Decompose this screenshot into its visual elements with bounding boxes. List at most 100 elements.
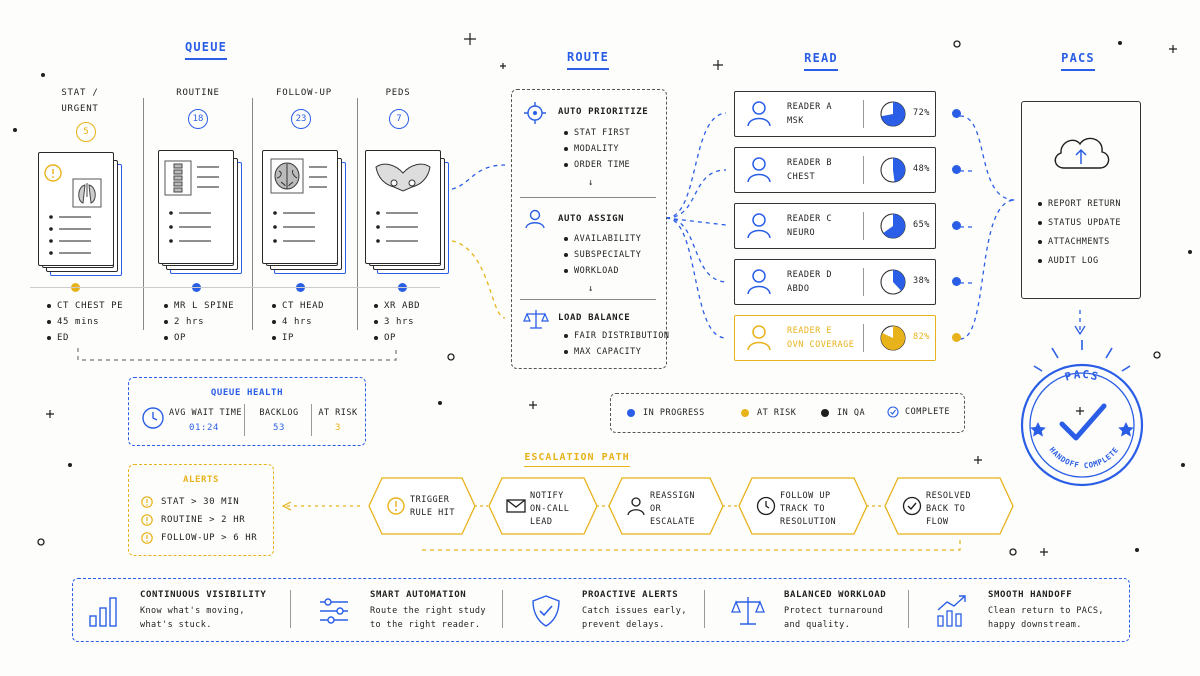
reader-avatar-icon: [747, 325, 771, 351]
alerts-list: STAT > 30 MIN ROUTINE > 2 HR FOLLOW-UP >…: [141, 493, 257, 547]
workload-pie: [880, 101, 906, 127]
workload-pie: [880, 157, 906, 183]
reader-specialty: CHEST: [787, 172, 816, 182]
benefit-desc: prevent delays.: [582, 620, 665, 630]
workload-pie: [880, 325, 906, 351]
reader-specialty: ABDO: [787, 284, 810, 294]
alert-item[interactable]: STAT > 30 MIN: [141, 493, 257, 511]
pelvis-xray-icon: [375, 163, 431, 243]
pie-slice: [881, 102, 905, 126]
escalation-title: ESCALATION PATH: [512, 452, 642, 467]
queue-health-panel[interactable]: QUEUE HEALTH AVG WAIT TIME 01:24 BACKLOG…: [128, 377, 366, 446]
workload-percent: 48%: [913, 164, 930, 174]
column-title: FOLLOW-UP: [276, 88, 332, 98]
hexagon-outline: [738, 477, 868, 535]
route-section-items: FAIR DISTRIBUTION MAX CAPACITY: [564, 328, 670, 360]
benefit-divider: [502, 590, 503, 628]
reader-status-dot: [952, 277, 961, 286]
reader-name: READER D: [787, 270, 832, 280]
route-section-items: STAT FIRST MODALITY ORDER TIME: [564, 125, 630, 173]
study-details-follow-up: CT HEAD 4 hrs IP: [272, 298, 324, 346]
column-baseline: [30, 287, 440, 288]
route-panel[interactable]: AUTO PRIORITIZE STAT FIRST MODALITY ORDE…: [511, 89, 670, 369]
arrow-down-icon: ↓: [588, 178, 595, 188]
reader-status-dot: [952, 109, 961, 118]
queue-divider: [252, 98, 253, 330]
column-title: URGENT: [61, 104, 99, 114]
queue-header: QUEUE: [176, 40, 236, 60]
workload-percent: 65%: [913, 220, 930, 230]
alerts-title: ALERTS: [182, 475, 220, 485]
column-title: ROUTINE: [176, 88, 220, 98]
reader-status-dot: [952, 165, 961, 174]
scale-icon: [523, 310, 549, 329]
queue-column-routine[interactable]: ROUTINE: [148, 88, 248, 98]
metric-avg-wait: AVG WAIT TIME 01:24: [169, 408, 243, 433]
benefit-title: SMOOTH HANDOFF: [988, 590, 1073, 600]
route-header: ROUTE: [558, 50, 618, 70]
status-legend: IN PROGRESS AT RISK IN QA COMPLETE: [610, 393, 965, 433]
benefit-title: PROACTIVE ALERTS: [582, 590, 679, 600]
count-badge: 5: [76, 122, 96, 142]
queue-column-stat[interactable]: STAT / URGENT: [30, 88, 130, 114]
route-section-title: LOAD BALANCE: [558, 313, 631, 323]
hexagon-outline: [608, 477, 724, 535]
benefit-desc: and quality.: [784, 620, 851, 630]
reader-specialty: MSK: [787, 116, 804, 126]
mail-icon: [506, 499, 526, 513]
scale-icon: [731, 597, 765, 625]
pie-slice: [893, 270, 905, 291]
workload-pie: [880, 269, 906, 295]
benefits-bar: [72, 578, 1130, 642]
reader-status-dot: [952, 221, 961, 230]
brain-scan-icon: [270, 158, 327, 243]
pacs-header: PACS: [1048, 51, 1108, 71]
benefit-divider: [908, 590, 909, 628]
pacs-items: REPORT RETURN STATUS UPDATE ATTACHMENTS …: [1038, 194, 1121, 270]
count-badge: 7: [389, 109, 409, 129]
queue-column-peds[interactable]: PEDS: [348, 88, 448, 98]
alert-item[interactable]: FOLLOW-UP > 6 HR: [141, 529, 257, 547]
reader-name: READER B: [787, 158, 832, 168]
benefit-title: SMART AUTOMATION: [370, 590, 467, 600]
reader-card[interactable]: READER B CHEST 48%: [734, 147, 936, 193]
benefit-desc: Protect turnaround: [784, 606, 884, 616]
benefit-divider: [704, 590, 705, 628]
reader-avatar-icon: [747, 101, 771, 127]
trend-up-icon: [937, 595, 966, 627]
reader-avatar-icon: [747, 213, 771, 239]
alert-icon: [387, 497, 405, 515]
reader-specialty: OVN COVERAGE: [787, 340, 855, 350]
column-title: PEDS: [385, 88, 411, 98]
alerts-panel[interactable]: ALERTS STAT > 30 MIN ROUTINE > 2 HR FOLL…: [128, 464, 274, 556]
queue-column-follow-up[interactable]: FOLLOW-UP: [254, 88, 354, 98]
stamp-bottom-text: HANDOFF COMPLETE: [1048, 445, 1121, 470]
pacs-panel[interactable]: REPORT RETURN STATUS UPDATE ATTACHMENTS …: [1021, 101, 1141, 299]
check-circle-icon: [887, 406, 899, 418]
benefit-desc: Route the right study: [370, 606, 486, 616]
benefit-desc: Know what's moving,: [140, 606, 245, 616]
route-section-title: AUTO PRIORITIZE: [558, 107, 649, 117]
clock-icon: [756, 496, 776, 516]
cloud-upload-icon: [1054, 137, 1110, 169]
workload-pie: [880, 213, 906, 239]
bar-chart-icon: [89, 597, 117, 627]
legend-item: IN PROGRESS: [627, 408, 705, 418]
alert-item[interactable]: ROUTINE > 2 HR: [141, 511, 257, 529]
benefit-title: CONTINUOUS VISIBILITY: [140, 590, 267, 600]
user-icon: [627, 497, 645, 516]
benefit-divider: [290, 590, 291, 628]
